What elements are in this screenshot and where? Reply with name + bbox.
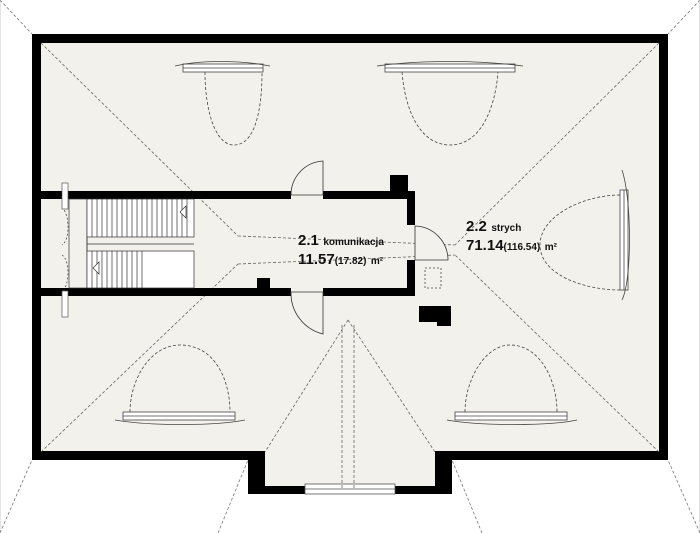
room-area: 11.57 [298, 251, 335, 268]
door-swings [290, 160, 449, 335]
corridor-walls [41, 175, 451, 326]
dormer-floor [265, 448, 435, 486]
room-area-unit: m² [544, 242, 557, 253]
room-label-komunikacja: 2.1 komunikacja 11.57(17.82) m² [298, 233, 384, 268]
outer-walls [32, 34, 668, 494]
room-name: komunikacja [323, 237, 384, 248]
stair-window-left [61, 182, 69, 318]
room-area-total: (116.54) [503, 242, 541, 253]
floor-area [41, 42, 659, 452]
room-area: 71.14 [466, 237, 504, 254]
room-label-strych: 2.2 strych 71.14(116.54) m² [466, 219, 557, 254]
room-area-total: (17.82) [334, 256, 367, 267]
dormer-window [304, 483, 396, 495]
staircase [61, 198, 195, 293]
room-number: 2.1 [298, 232, 319, 249]
room-number: 2.2 [466, 218, 487, 235]
room-area-unit: m² [370, 256, 384, 267]
skylights [114, 61, 630, 425]
room-name: strych [491, 223, 522, 234]
vent-box [424, 267, 442, 289]
